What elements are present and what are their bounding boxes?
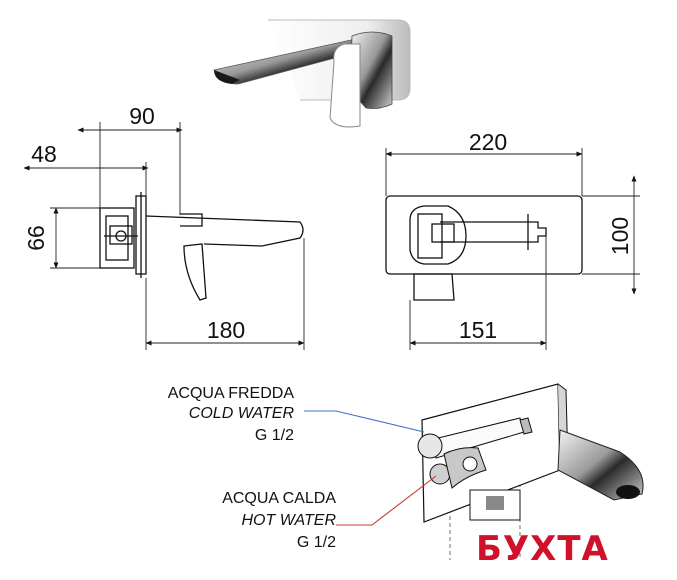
dim-plate-height: 100 — [607, 217, 633, 255]
dim-depth-body: 48 — [31, 141, 57, 167]
cold-water-leader — [304, 410, 425, 433]
hot-water-label-it: ACQUA CALDA — [222, 490, 336, 507]
cold-water-label-it: ACQUA FREDDA — [168, 385, 295, 402]
dim-depth-total: 90 — [129, 103, 155, 129]
dim-spout-length: 180 — [207, 317, 245, 343]
dim-inlet-height: 66 — [23, 225, 49, 251]
side-view-drawing — [23, 122, 305, 350]
hot-water-leader — [336, 475, 437, 526]
front-view-drawing — [385, 148, 640, 350]
cold-water-thread: G 1/2 — [255, 427, 294, 444]
installation-perspective — [417, 383, 644, 560]
dim-spout-projection: 151 — [459, 317, 497, 343]
cold-water-label-en: COLD WATER — [189, 405, 295, 422]
watermark-logo: БУХТА — [476, 529, 609, 569]
hot-water-thread: G 1/2 — [297, 534, 336, 551]
hot-water-label-en: HOT WATER — [241, 512, 336, 529]
dim-plate-width: 220 — [469, 129, 507, 155]
product-render — [213, 19, 411, 128]
